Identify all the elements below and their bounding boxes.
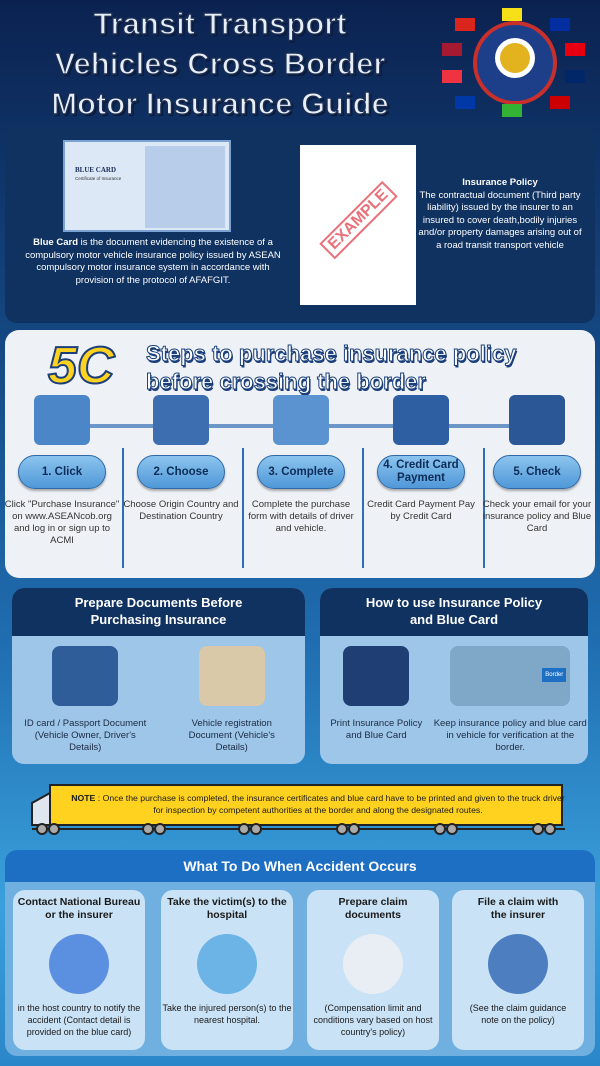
border-checkpoint-icon: Border [450,646,571,706]
accident-title: What To Do When Accident Occurs [5,850,595,882]
example-stamp: EXAMPLE [319,180,399,260]
credit-card-icon [393,395,449,445]
step-button[interactable]: 3. Complete [257,455,345,489]
hospital-bed-icon [197,934,257,994]
note-label: NOTE [71,793,96,803]
step-description: Click "Purchase Insurance" on www.ASEANc… [4,499,120,546]
step-button[interactable]: 1. Click [18,455,106,489]
prepare-documents-panel: Prepare Documents Before Purchasing Insu… [12,588,305,764]
blue-card-image: BLUE CARD Certificate of Insurance [63,140,231,232]
blue-card-text: is the document evidencing the existence… [25,237,281,286]
step-description: Check your email for your insurance poli… [482,499,592,534]
map-pin-icon [153,395,209,445]
howto-title: How to use Insurance Policy and Blue Car… [320,588,588,636]
accident-card: Prepare claim documents(Compensation lim… [307,890,439,1050]
blue-card-label: Blue Card [33,237,78,248]
page-title: Transit Transport Vehicles Cross Border … [20,4,420,124]
prepare-item: Vehicle registration Document (Vehicle's… [188,718,275,753]
step-button[interactable]: 4. Credit Card Payment [377,455,465,489]
claim-documents-icon [343,934,403,994]
5c-badge: 5C [47,336,115,396]
title-line: Motor Insurance Guide [50,85,389,122]
insurance-policy-title: Insurance Policy [462,177,538,188]
printer-icon [343,646,410,706]
insurance-policy-text: The contractual document (Third party li… [418,189,582,251]
claim-exchange-icon [488,934,548,994]
steps-panel [5,330,595,578]
blue-card-image-subtitle: Certificate of Insurance [75,176,122,181]
insurance-policy-description: Insurance Policy The contractual documen… [415,177,585,252]
how-to-use-panel: How to use Insurance Policy and Blue Car… [320,588,588,764]
step-description: Complete the purchase form with details … [248,499,354,534]
howto-item: Keep insurance policy and blue card in v… [433,718,587,753]
step-button[interactable]: 2. Choose [137,455,225,489]
blue-card-image-title: BLUE CARD [75,166,117,174]
truck-illustration [31,784,565,835]
step-description: Choose Origin Country and Destination Co… [123,499,239,522]
title-line: Vehicles Cross Border [54,45,386,82]
accident-panel: What To Do When Accident Occurs Contact … [5,850,595,1056]
form-icon [273,395,329,445]
prepare-item: ID card / Passport Document (Vehicle Own… [24,718,147,753]
email-icon [509,395,565,445]
blue-card-description: Blue Card is the document evidencing the… [18,237,288,287]
insurance-policy-image: EXAMPLE [300,145,416,305]
laptop-icon [34,395,90,445]
howto-item: Print Insurance Policy and Blue Card [330,718,423,741]
accident-card: File a claim with the insurer(See the cl… [452,890,584,1050]
step-description: Credit Card Payment Pay by Credit Card [367,499,475,522]
vehicle-registration-icon [198,646,265,706]
asean-council-logo [442,8,585,117]
phone-contact-icon [49,934,109,994]
passport-icon [52,646,119,706]
note-text: NOTE : Once the purchase is completed, t… [71,793,565,815]
step-button[interactable]: 5. Check [493,455,581,489]
title-line: Transit Transport [93,5,348,42]
prepare-title: Prepare Documents Before Purchasing Insu… [12,588,305,636]
